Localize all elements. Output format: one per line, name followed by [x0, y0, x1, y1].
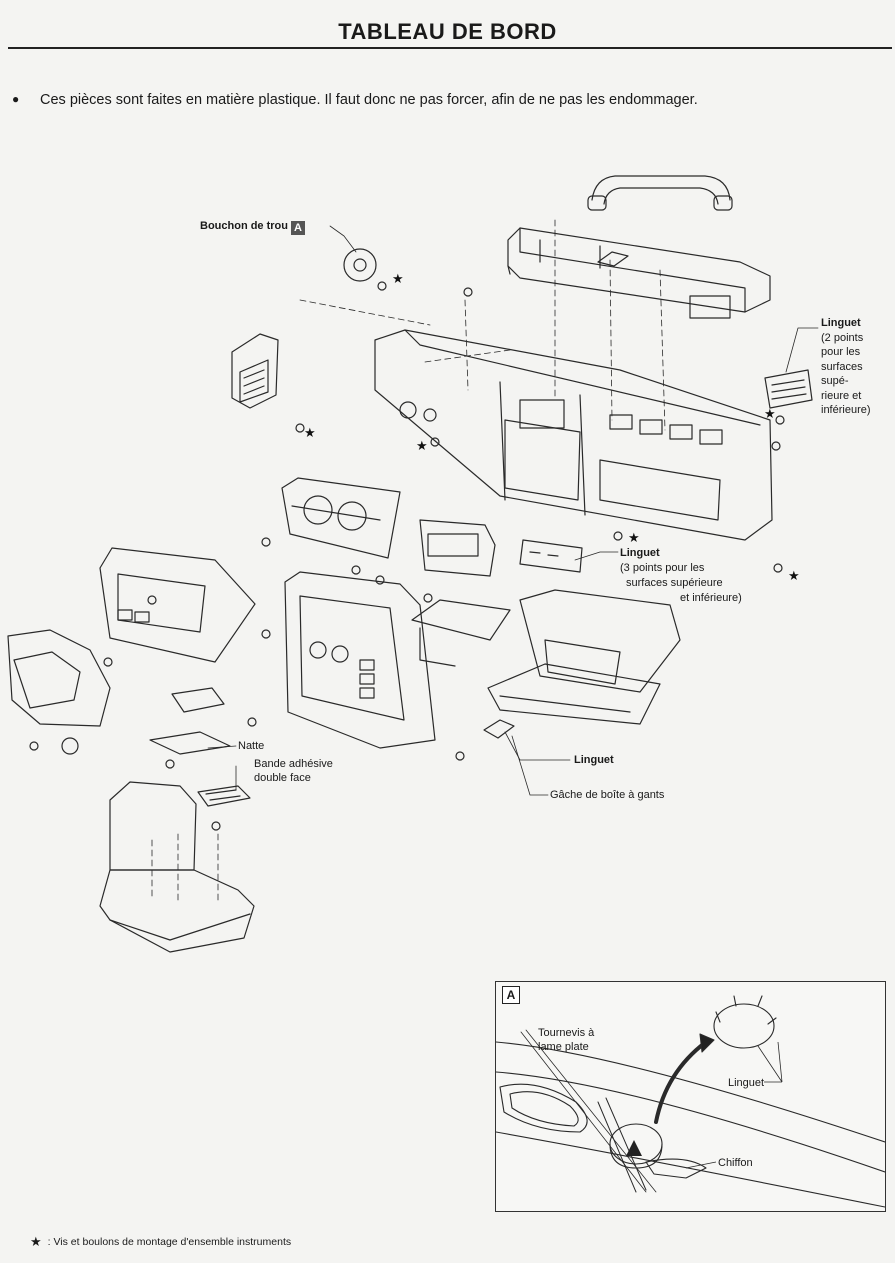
screws	[29, 281, 785, 831]
svg-text:★: ★	[304, 426, 316, 441]
detail-inset-a: A Tournevis à lame plate Linguet Chiffo	[495, 981, 886, 1212]
linguet-bottom-label: Linguet	[574, 754, 614, 766]
glove-box-latch	[483, 719, 515, 739]
bande-label: Bande adhésive double face	[254, 758, 333, 784]
svg-text:★: ★	[416, 439, 428, 454]
center-console-panel	[284, 571, 436, 749]
mounting-bracket	[411, 599, 511, 667]
legend-text: : Vis et boulons de montage d'ensemble i…	[47, 1236, 292, 1248]
svg-text:★: ★	[392, 272, 404, 287]
linguet-bar	[519, 539, 583, 573]
star-markers: ★ ★ ★ ★ ★ ★ ★	[304, 272, 800, 584]
grab-handle	[587, 175, 733, 211]
upper-dash-panel	[507, 227, 771, 319]
gache-label: Gâche de boîte à gants	[550, 789, 665, 801]
console-mat	[149, 731, 231, 755]
star-icon: ★	[30, 1234, 42, 1249]
inset-drawing	[496, 995, 885, 1208]
hole-plug	[343, 248, 377, 282]
caution-note: ● Ces pièces sont faites en matière plast…	[12, 92, 698, 108]
chiffon-label: Chiffon	[718, 1157, 753, 1169]
page-title: TABLEAU DE BORD	[338, 19, 557, 44]
alignment-lines	[151, 219, 666, 903]
glove-box	[487, 589, 681, 725]
natte-label: Natte	[238, 740, 265, 752]
inset-linguet-label: Linguet	[728, 1077, 765, 1089]
leader-lines	[207, 225, 819, 796]
svg-text:★: ★	[788, 569, 800, 584]
dash-main-frame	[374, 329, 773, 541]
linguet-mid-label: Linguet (3 points pour les surfaces supé…	[620, 547, 742, 604]
tournevis-label: Tournevis à lame plate	[538, 1027, 595, 1053]
title-rule	[8, 47, 892, 49]
side-air-vent	[231, 333, 279, 409]
svg-text:★: ★	[628, 531, 640, 546]
floor-console	[99, 781, 255, 953]
tag-a-badge: A	[291, 221, 305, 235]
inset-tag: A	[502, 986, 520, 1004]
bullet-icon: ●	[12, 92, 20, 106]
legend: ★ : Vis et boulons de montage d'ensemble …	[30, 1234, 291, 1250]
ash-tray	[171, 687, 225, 713]
cluster-bezel	[99, 547, 256, 663]
svg-text:★: ★	[764, 407, 776, 422]
radio-module	[419, 519, 496, 577]
left-lower-cover	[7, 629, 111, 755]
caution-text: Ces pièces sont faites en matière plasti…	[40, 92, 698, 108]
linguet-top-label: Linguet (2 points pour les surfaces supé…	[821, 317, 871, 416]
instrument-hood	[281, 477, 401, 559]
right-air-vent	[764, 369, 813, 409]
double-sided-tape	[197, 785, 251, 807]
